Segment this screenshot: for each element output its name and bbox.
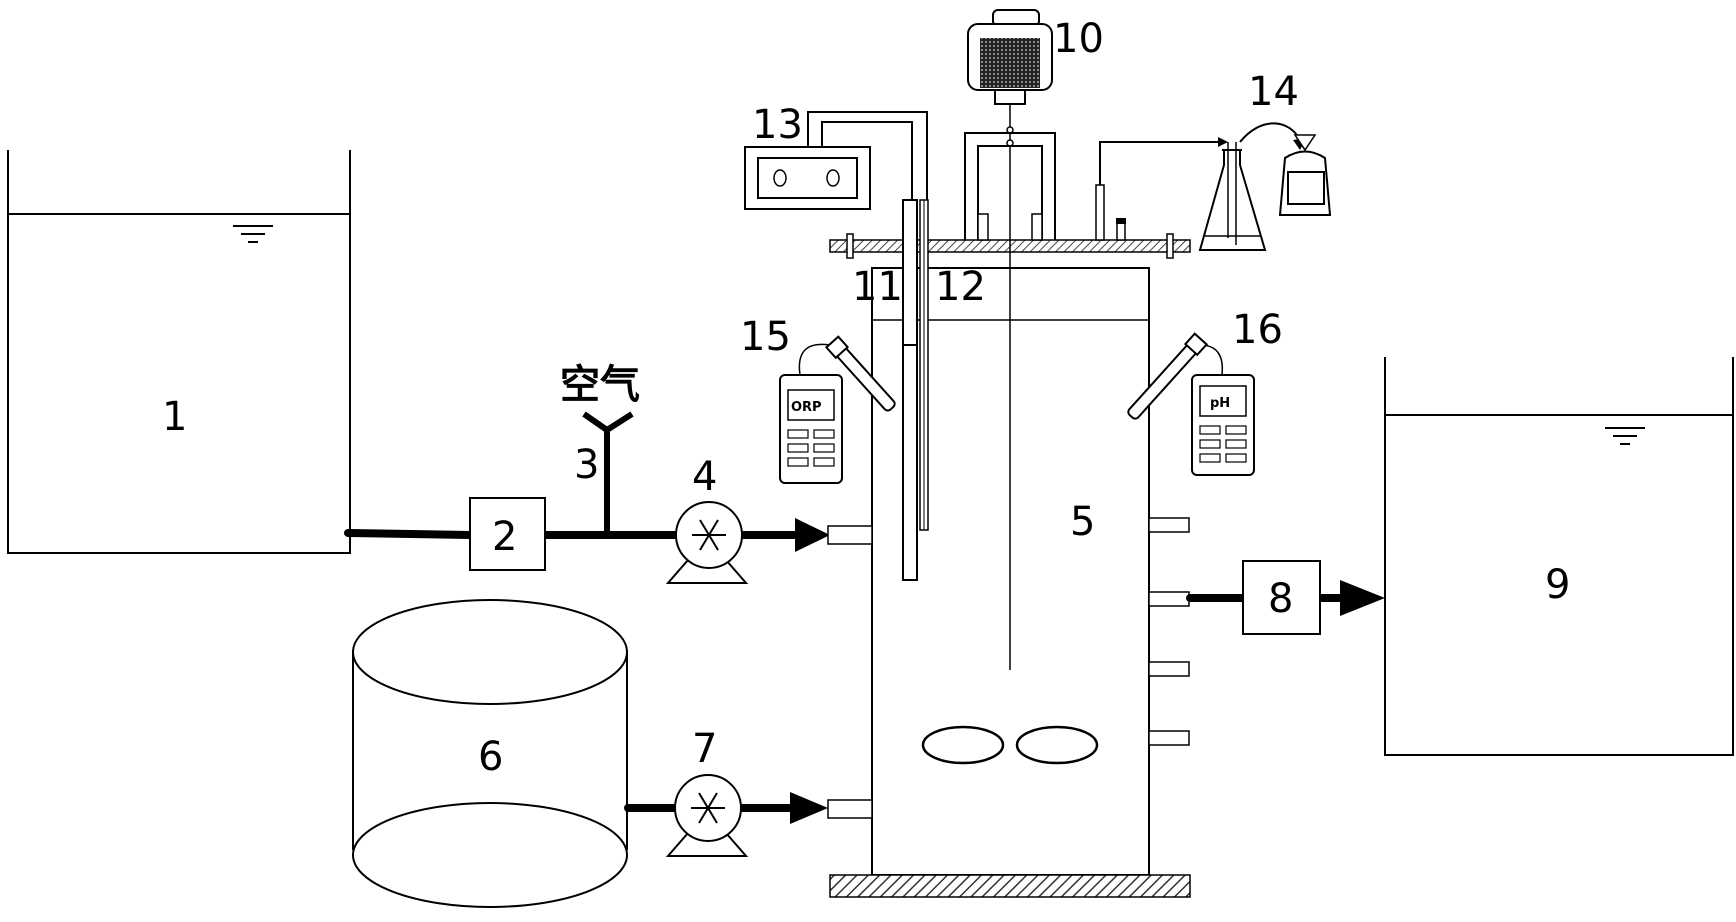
probe-12: 12: [919, 199, 986, 531]
label-2: 2: [492, 514, 517, 560]
label-5: 5: [1070, 499, 1095, 545]
dosing-line: [624, 792, 828, 824]
air-inlet: 3 空气: [560, 361, 640, 535]
gas-bag: [1278, 134, 1332, 216]
orp-display: ORP: [791, 400, 822, 415]
label-14: 14: [1248, 69, 1299, 115]
pump-7: 7: [665, 726, 749, 857]
label-6: 6: [478, 734, 503, 780]
label-10: 10: [1053, 16, 1104, 62]
unit-2-box: 2: [469, 497, 546, 571]
label-11: 11: [852, 264, 903, 310]
label-16: 16: [1232, 307, 1283, 353]
reactor-base: [829, 874, 1191, 898]
ph-meter-16: pH 16: [1127, 307, 1283, 476]
label-4: 4: [692, 454, 717, 500]
orp-meter-15: ORP 15: [740, 314, 896, 484]
label-13: 13: [752, 102, 803, 148]
feed-pipe: [344, 518, 830, 552]
sampling-port: [1148, 517, 1190, 533]
label-15: 15: [740, 314, 791, 360]
label-3: 3: [574, 442, 599, 488]
water-level-icon: [1605, 427, 1645, 445]
sampling-port: [1148, 661, 1190, 677]
water-level-icon: [233, 225, 273, 243]
stirrer-motor-10: 10: [921, 9, 1104, 765]
unit-8-box: 8: [1242, 560, 1321, 635]
probe-11: 11: [852, 199, 918, 581]
label-8: 8: [1268, 576, 1293, 622]
gas-outlet-line: [1095, 137, 1228, 241]
motor-grille-icon: [980, 38, 1040, 88]
ph-display: pH: [1210, 396, 1230, 411]
gas-flask-14: 14: [1198, 69, 1306, 251]
sampling-port: [1148, 730, 1190, 746]
label-12: 12: [935, 264, 986, 310]
sampling-port: [1148, 591, 1190, 607]
controller-13: 13: [744, 102, 928, 210]
pump-4: 4: [665, 454, 749, 584]
impeller-blade: [1015, 725, 1099, 765]
air-label: 空气: [560, 361, 640, 408]
label-9: 9: [1545, 562, 1570, 608]
label-7: 7: [692, 726, 717, 772]
reactor-vessel: 5: [827, 233, 1191, 898]
cylinder-tank-6: 6: [352, 599, 628, 908]
effluent-tank: 9: [1384, 357, 1734, 756]
impeller-blade: [921, 725, 1005, 765]
label-1: 1: [162, 394, 187, 440]
effluent-line: [1186, 580, 1385, 616]
influent-tank: 1: [7, 150, 351, 554]
